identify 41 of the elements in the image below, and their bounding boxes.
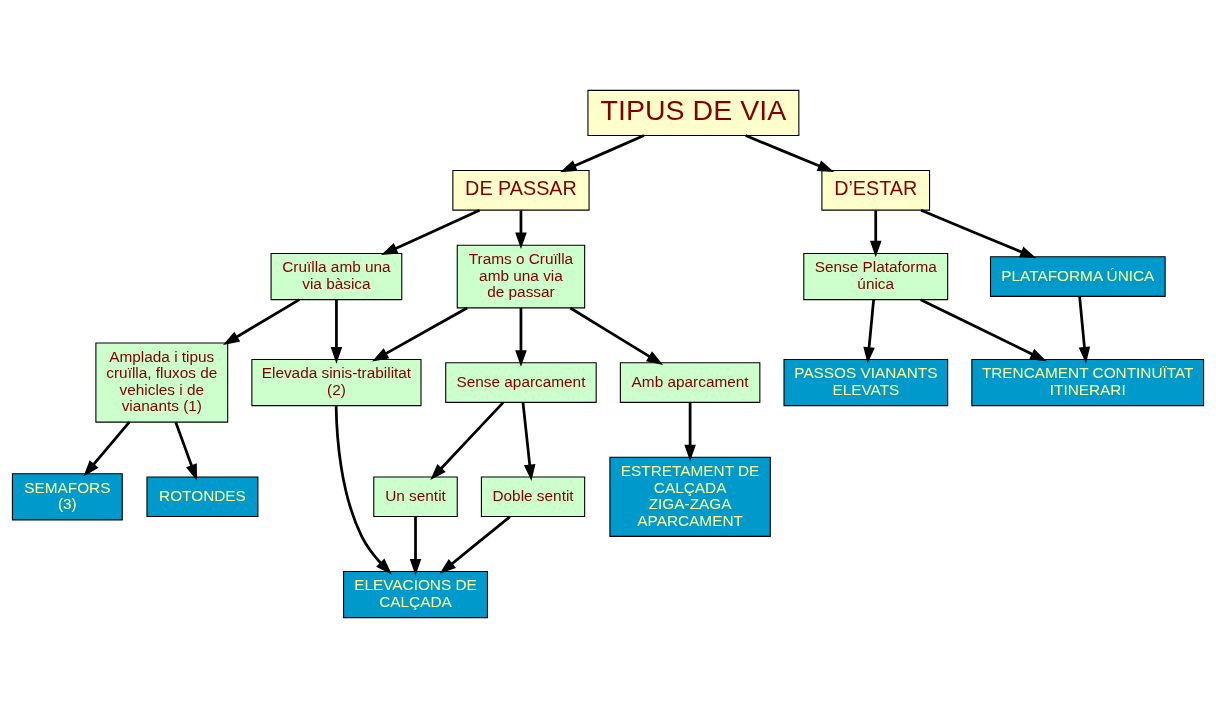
arrow xyxy=(372,306,468,362)
node-box: Doble sentit xyxy=(480,476,586,518)
node-box: Amb aparcament xyxy=(619,362,761,403)
node-box: PLATAFORMA ÚNICA xyxy=(989,256,1166,297)
arrow xyxy=(863,299,875,364)
arrow xyxy=(920,209,1037,259)
node-box: ELEVACIONS DE CALÇADA xyxy=(343,570,488,619)
arrow xyxy=(745,134,835,173)
arrow xyxy=(920,298,1047,362)
arrow xyxy=(1078,296,1091,364)
arrow xyxy=(330,299,343,364)
node-box: PASSOS VIANANTS ELEVATS xyxy=(783,358,949,407)
node-box: Elevada sinis-trabilitat (2) xyxy=(251,358,422,407)
node-box: TIPUS DE VIA xyxy=(587,89,800,136)
arrow xyxy=(223,298,301,346)
node-box: SEMAFORS (3) xyxy=(11,473,123,521)
arrow xyxy=(515,307,527,367)
arrow xyxy=(515,210,527,250)
arrow xyxy=(560,134,645,173)
arrow xyxy=(334,406,392,575)
arrow xyxy=(430,401,505,480)
arrow xyxy=(521,402,536,482)
node-box: Amplada i tipus cruïlla, fluxos de vehicles i de vianants (1) xyxy=(95,342,229,423)
arrow xyxy=(174,421,198,481)
node-box: DE PASSAR xyxy=(452,170,590,211)
node-box: D’ESTAR xyxy=(821,170,931,211)
node-box: Sense aparcament xyxy=(445,362,597,403)
arrow xyxy=(381,209,481,256)
arrow xyxy=(439,515,511,574)
arrow xyxy=(409,516,422,576)
arrow xyxy=(869,210,882,258)
node-box: Cruïlla amb una via bàsica xyxy=(270,252,403,301)
arrow xyxy=(83,421,131,477)
arrow xyxy=(569,306,664,365)
node-box: Trams o Cruïlla amb una via de passar xyxy=(456,244,586,309)
arrow xyxy=(684,402,696,462)
node-box: Un sentit xyxy=(373,476,458,518)
node-box: ROTONDES xyxy=(146,476,259,518)
node-box: TRENCAMENT CONTINUÏTAT ITINERARI xyxy=(971,358,1205,407)
node-box: Sense Plataforma única xyxy=(803,252,949,301)
node-box: ESTRETAMENT DE CALÇADA ZIGA-ZAGA APARCAMENT xyxy=(609,456,771,537)
